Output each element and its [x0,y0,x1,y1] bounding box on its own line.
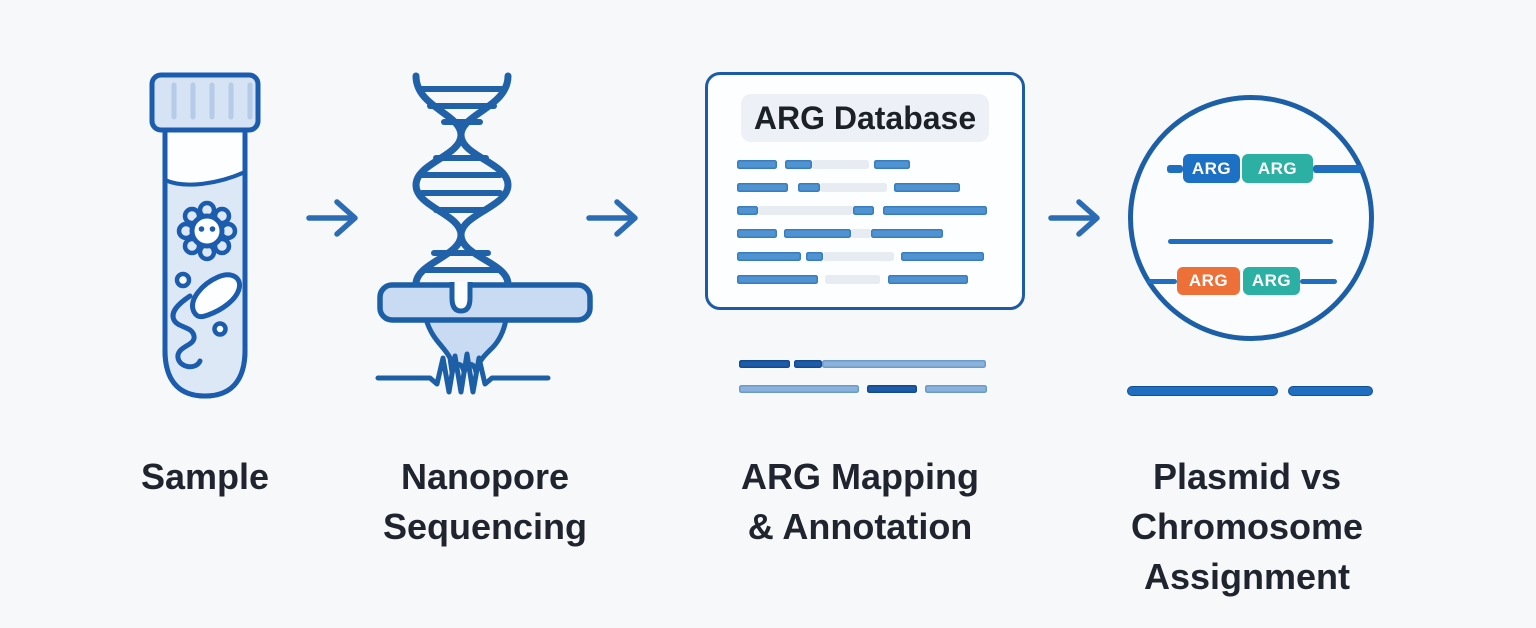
segment-gap [887,183,894,192]
nanopore-icon [375,72,593,395]
segment-gap [777,229,784,238]
label-line: Sequencing [382,506,588,547]
arg-gene-badge: ARG [1242,154,1313,183]
dna-helix-icon [412,72,512,288]
contig-fragment [1127,386,1278,396]
contig-line [1313,164,1363,173]
sequence-segment [853,206,874,215]
label-line: Sample [140,456,270,497]
sequence-segment [798,183,820,192]
segment-gap [777,160,785,169]
label-line: Chromosome [1130,506,1364,547]
step-label-plasmid-vs-chromosome: Plasmid vs Chromosome Assignment [1097,452,1397,602]
alignment-row [737,160,1022,169]
label-line: Plasmid vs [1152,456,1342,497]
sequence-segment [737,160,777,169]
arg-database-panel: ARG Database [705,72,1025,310]
step-label-nanopore-sequencing: Nanopore Sequencing [335,452,635,552]
segment-gap [859,385,867,393]
pore-channel [449,282,473,314]
segment-gap [818,275,825,284]
flow-arrow-icon [306,199,358,237]
mapped-read-row [739,385,987,393]
alignment-row [737,206,1022,215]
sequence-segment [901,252,984,261]
sequence-segment [925,385,987,393]
alignment-row [737,229,1022,238]
sequence-segment [758,206,853,215]
sequence-segment [737,229,777,238]
label-line: Nanopore [400,456,569,497]
alignment-row [737,183,1022,192]
sequence-segment [825,275,880,284]
sequence-segment [812,160,869,169]
sequence-segment [806,252,823,261]
sequence-segment [794,360,822,368]
segment-gap [917,385,925,393]
bacterium-icon [190,272,243,320]
signal-trace-icon [375,351,551,395]
alignment-rows [737,160,1022,284]
sequence-segment [784,229,851,238]
segment-gap [788,183,798,192]
mapped-read-rows [739,360,987,410]
sequence-segment [883,206,987,215]
arg-database-title: ARG Database [741,94,989,142]
sequence-segment [737,206,758,215]
contig-fragment [1288,386,1373,396]
sequence-segment [871,229,943,238]
sequence-segment [822,360,986,368]
sequence-segment [737,252,801,261]
sequence-segment [851,229,871,238]
contig-fragments [1127,386,1373,396]
sequence-segment [894,183,960,192]
flow-arrow-icon [586,199,638,237]
label-line: & Annotation [747,506,973,547]
segment-gap [894,252,901,261]
flow-arrow-icon [1048,199,1100,237]
chromosome-line [1168,239,1333,244]
contig-line [1167,164,1183,173]
step-label-sample: Sample [55,452,355,502]
contig-line [1300,278,1337,284]
segment-gap [874,206,883,215]
segment-gap [880,275,888,284]
sequence-segment [739,360,790,368]
sequence-segment [820,183,887,192]
arg-gene-badge: ARG [1183,154,1240,183]
microbe-icon [176,200,238,262]
label-line: Assignment [1143,556,1351,597]
arg-gene-badge: ARG [1243,267,1300,295]
sequence-segment [785,160,812,169]
mapped-read-row [739,360,987,368]
alignment-row [737,275,1022,284]
alignment-row [737,252,1022,261]
squiggle-microbe-icon [170,293,203,370]
sequence-segment [739,385,859,393]
step-label-arg-mapping-annotation: ARG Mapping & Annotation [705,452,1015,552]
arg-gene-badge: ARG [1177,267,1240,295]
test-tube-icon [149,72,261,399]
sequence-segment [867,385,917,393]
sequence-segment [737,275,818,284]
sequence-segment [823,252,894,261]
microbe-dot-icon [212,321,228,337]
tube-cap [149,72,261,133]
sequence-segment [874,160,910,169]
sequence-segment [737,183,788,192]
sequence-segment [888,275,968,284]
membrane [377,282,593,323]
microbe-dot-icon [174,271,192,289]
contig-line [1168,239,1333,244]
contig-line [1147,278,1177,284]
label-line: ARG Mapping [741,456,979,497]
